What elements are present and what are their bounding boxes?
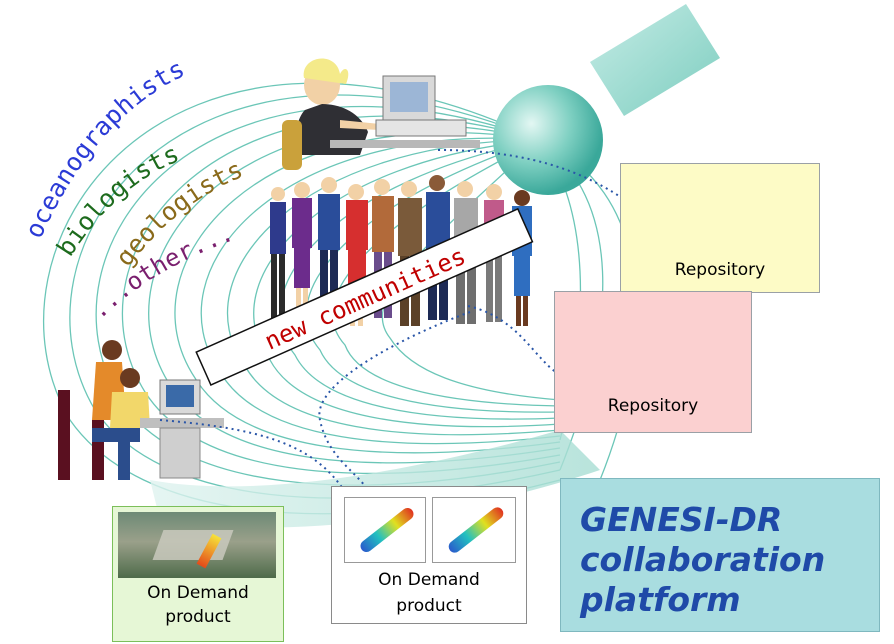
workstation-users-figure xyxy=(58,340,224,480)
globe-swoosh xyxy=(150,430,600,528)
terrain-map-thumbnail xyxy=(118,512,276,578)
repository-box: Repository xyxy=(554,291,752,433)
woman-at-computer-figure xyxy=(282,58,480,170)
on-demand-product-label: On Demand product xyxy=(378,570,480,616)
platform-title-line2: collaboration xyxy=(580,540,826,579)
on-demand-product-label: On Demand product xyxy=(147,583,249,627)
globe-ball xyxy=(493,85,603,195)
platform-title-line1: GENESI-DR xyxy=(580,500,783,539)
repository-box: Repository xyxy=(620,163,820,293)
on-demand-product-box: On Demand product xyxy=(331,486,527,624)
scatter-plot-thumbnail xyxy=(344,497,426,563)
repository-label: Repository xyxy=(607,396,699,416)
repository-label: Repository xyxy=(674,260,766,280)
platform-title-line3: platform xyxy=(580,580,741,619)
scatter-plot-thumbnail xyxy=(432,497,516,563)
platform-title: GENESI-DR collaboration platform xyxy=(580,500,870,620)
on-demand-product-box: On Demand product xyxy=(112,506,284,642)
platform-box xyxy=(560,478,880,632)
globe-bar xyxy=(590,4,720,116)
